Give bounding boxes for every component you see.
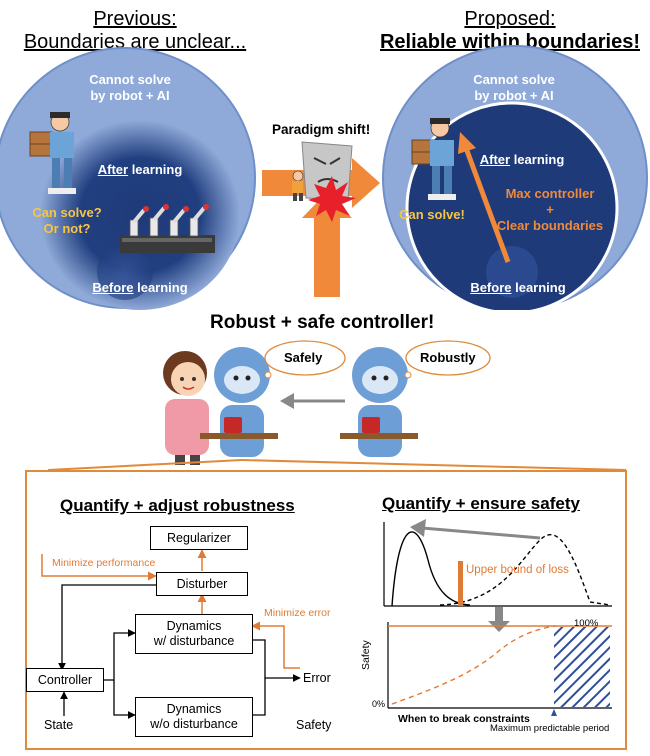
controller-box: Controller [26,668,104,692]
state-label: State [44,718,74,732]
left-before-learning: Before learning [92,280,188,295]
loss-distribution-after [439,534,611,606]
safety-curve [391,625,557,705]
minimize-error-label: Minimize error [264,607,331,619]
right-max-controller: Max controller + Clear boundaries [496,186,604,233]
safety-axis-label: Safety [360,640,372,670]
middle-illustration [47,340,627,470]
safely-label: Safely [284,350,323,365]
woman-character [163,351,209,465]
pct0-label: 0% [372,699,386,709]
gray-arrow-left [280,393,294,409]
minimize-performance-label: Minimize performance [52,557,156,569]
loss-distribution-before [391,531,471,607]
middle-title: Robust + safe controller! [210,312,435,333]
top-illustration [0,45,648,310]
right-can-solve: Can solve! [399,207,465,222]
proposed-header: Proposed: Reliable within boundaries! [379,8,641,53]
pct100-label: 100% [574,618,599,629]
worker-robot-right [411,118,456,200]
paradigm-vertical-arrow [314,215,340,297]
shift-arrow [410,519,426,537]
previous-header: Previous: Boundaries are unclear... [23,8,247,53]
right-after-learning: After learning [479,152,565,167]
right-cannot-solve: Cannot solve by robot + AI [473,72,555,103]
disturber-box: Disturber [156,572,248,596]
right-panel-title: Quantify + ensure safety [382,494,580,513]
max-predictable-label: Maximum predictable period [490,723,610,734]
robot-robustly [340,347,418,457]
robustly-label: Robustly [420,350,476,365]
right-inner-circle [405,101,619,310]
max-predictable-marker [551,709,557,716]
left-cannot-solve: Cannot solve by robot + AI [89,72,171,103]
right-before-learning: Before learning [470,280,566,295]
dynamics-without-disturbance-box: Dynamics w/o disturbance [135,697,253,737]
max-predictable-region [554,627,610,707]
upper-bound-bar [458,561,463,606]
bottom-panel [25,470,627,750]
bubble-robustly [405,340,491,376]
error-label: Error [303,671,331,685]
impact-burst [308,176,356,222]
robot-safely [200,347,278,457]
dynamics-with-disturbance-box: Dynamics w/ disturbance [135,614,253,654]
regularizer-box: Regularizer [150,526,248,550]
bubble-safely [264,340,346,376]
left-after-learning: After learning [97,162,183,177]
left-panel-title: Quantify + adjust robustness [60,496,295,515]
right-orange-arrow [458,132,476,154]
left-before-circle [97,244,153,300]
paradigm-shift-label: Paradigm shift! [272,122,371,137]
x-axis-label: When to break constraints [398,713,530,725]
worker-robot-left [29,112,76,194]
safety-label: Safety [296,718,332,732]
upper-bound-label: Upper bound of loss [466,564,569,576]
left-can-solve-question: Can solve? Or not? [32,205,102,236]
right-before-circle [486,246,538,298]
factory-robots [120,204,215,253]
